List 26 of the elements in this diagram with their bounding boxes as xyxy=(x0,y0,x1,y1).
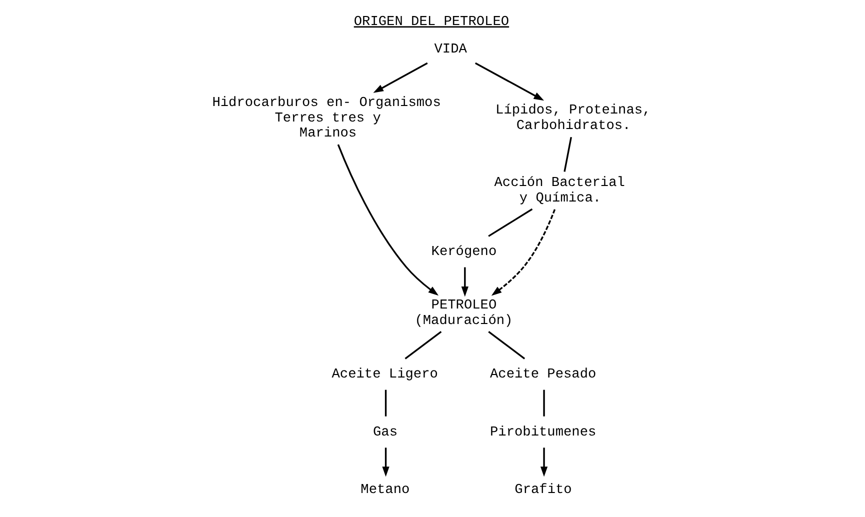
node-text: Aceite Pesado xyxy=(490,367,596,382)
connector xyxy=(563,136,572,172)
node-text: Metano xyxy=(360,483,410,498)
node-text: Hidrocarburos en- Organismos Terres tres y Marinos xyxy=(212,96,440,142)
arrow xyxy=(460,267,468,297)
arrow xyxy=(372,62,428,93)
node-text: Pirobitumenes xyxy=(490,425,596,440)
diagram-title: ORIGEN DEL PETROLEO xyxy=(353,15,509,30)
node-text: PETROLEO (Maduración) xyxy=(414,298,512,329)
node-text: Lípidos, Proteinas, Carbohidratos. xyxy=(495,104,650,134)
node-text: Kerógeno xyxy=(430,244,496,260)
arrow xyxy=(540,448,548,477)
node-text: Gas xyxy=(372,425,398,440)
arrow xyxy=(336,144,438,296)
node-text: Aceite Ligero xyxy=(331,367,438,382)
connector xyxy=(542,390,544,416)
arrow xyxy=(382,448,389,477)
connector xyxy=(384,390,386,416)
connector xyxy=(404,331,442,360)
node-text: Acción Bacterial y Química. xyxy=(494,176,624,206)
arrow xyxy=(474,62,544,101)
connector xyxy=(488,208,532,237)
node-text: Grafito xyxy=(514,483,572,498)
arrow xyxy=(490,209,556,296)
connector xyxy=(488,331,525,360)
node-text: VIDA xyxy=(434,42,466,58)
